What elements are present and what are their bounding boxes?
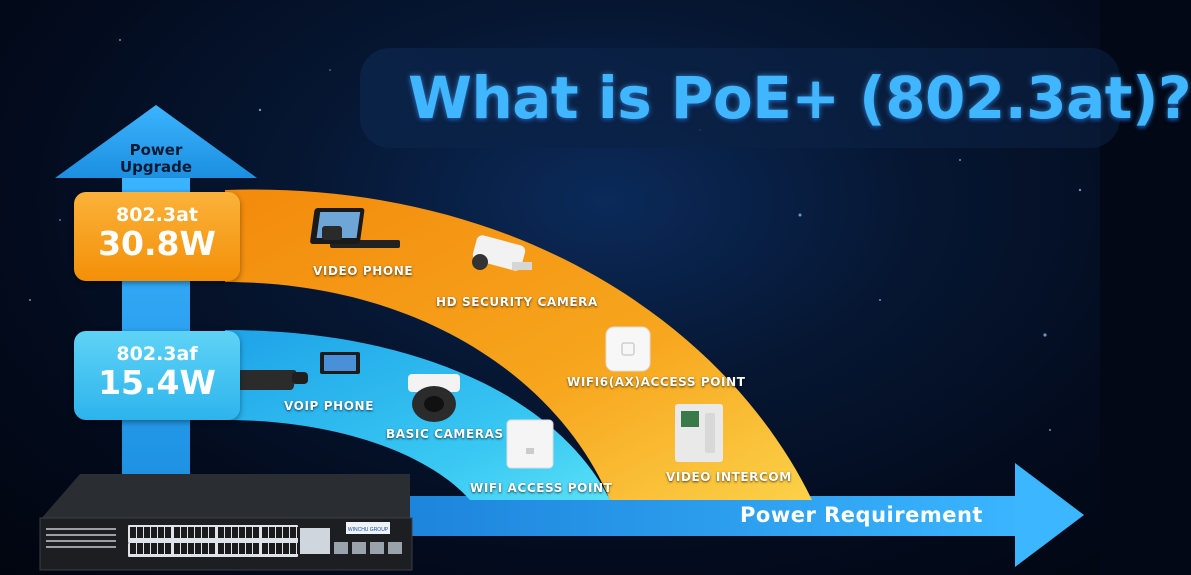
- switch-port: [188, 543, 194, 554]
- switch-port: [239, 527, 245, 538]
- power-requirement-arrow: [340, 463, 1084, 567]
- poe-switch-icon: WINCHU GROUP: [39, 474, 413, 571]
- switch-port: [253, 543, 259, 554]
- switch-port: [202, 543, 208, 554]
- switch-port: [188, 527, 194, 538]
- switch-port: [290, 543, 296, 554]
- switch-port: [209, 527, 215, 538]
- poe-plus-arc: [225, 189, 812, 500]
- page-title: What is PoE+ (802.3at)?: [408, 64, 1191, 132]
- power-upgrade-label: Power Upgrade: [96, 142, 216, 176]
- switch-port: [174, 527, 180, 538]
- power-upgrade-line1: Power: [129, 141, 183, 159]
- switch-port: [130, 543, 136, 554]
- tier-badge-poe-plus: 802.3at 30.8W: [74, 192, 240, 281]
- wall-access-point-icon: [506, 419, 554, 469]
- switch-port: [130, 527, 136, 538]
- switch-port: [158, 543, 164, 554]
- tier-power: 15.4W: [98, 363, 216, 402]
- switch-port: [232, 527, 238, 538]
- switch-port: [174, 543, 180, 554]
- switch-port: [202, 527, 208, 538]
- switch-port: [232, 543, 238, 554]
- switch-port: [137, 527, 143, 538]
- switch-port: [283, 527, 289, 538]
- switch-port: [165, 527, 171, 538]
- device-label-wifi6-ap: WIFI6(AX)ACCESS POINT: [567, 375, 746, 389]
- switch-port: [137, 543, 143, 554]
- switch-port: [195, 543, 201, 554]
- switch-port: [151, 543, 157, 554]
- switch-port: [262, 543, 268, 554]
- switch-port: [181, 527, 187, 538]
- switch-port: [195, 527, 201, 538]
- switch-port: [276, 527, 282, 538]
- video-intercom-icon: [675, 404, 723, 462]
- voip-phone-icon: [229, 352, 360, 390]
- device-label-basic-cameras: BASIC CAMERAS: [386, 427, 504, 441]
- switch-port: [144, 543, 150, 554]
- switch-port: [269, 543, 275, 554]
- device-label-voip-phone: VOIP PHONE: [284, 399, 374, 413]
- switch-port: [165, 543, 171, 554]
- device-label-video-phone: VIDEO PHONE: [313, 264, 414, 278]
- switch-port: [218, 543, 224, 554]
- switch-port: [225, 543, 231, 554]
- switch-port: [283, 543, 289, 554]
- dome-camera-icon: [408, 374, 460, 422]
- tier-standard: 802.3at: [115, 204, 198, 226]
- switch-port: [218, 527, 224, 538]
- switch-port: [158, 527, 164, 538]
- switch-port: [151, 527, 157, 538]
- switch-port: [209, 543, 215, 554]
- device-label-video-intercom: VIDEO INTERCOM: [666, 470, 792, 484]
- security-camera-icon: [472, 235, 532, 271]
- switch-port: [290, 527, 296, 538]
- access-point-icon: [605, 326, 651, 372]
- video-phone-icon: [310, 208, 400, 248]
- switch-port: [181, 543, 187, 554]
- switch-port: [276, 543, 282, 554]
- power-upgrade-line2: Upgrade: [119, 158, 193, 176]
- switch-brand: WINCHU GROUP: [348, 527, 389, 533]
- switch-port: [253, 527, 259, 538]
- tier-power: 30.8W: [98, 224, 216, 263]
- switch-port: [239, 543, 245, 554]
- switch-port: [246, 527, 252, 538]
- power-requirement-label: Power Requirement: [740, 503, 983, 527]
- switch-port: [144, 527, 150, 538]
- device-label-hd-camera: HD SECURITY CAMERA: [436, 295, 598, 309]
- switch-port: [269, 527, 275, 538]
- switch-port: [246, 543, 252, 554]
- tier-badge-poe: 802.3af 15.4W: [74, 331, 240, 420]
- tier-standard: 802.3af: [116, 343, 198, 365]
- switch-port: [262, 527, 268, 538]
- switch-port: [225, 527, 231, 538]
- title-banner: [360, 48, 1120, 148]
- device-label-wifi-ap: WIFI ACCESS POINT: [470, 481, 613, 495]
